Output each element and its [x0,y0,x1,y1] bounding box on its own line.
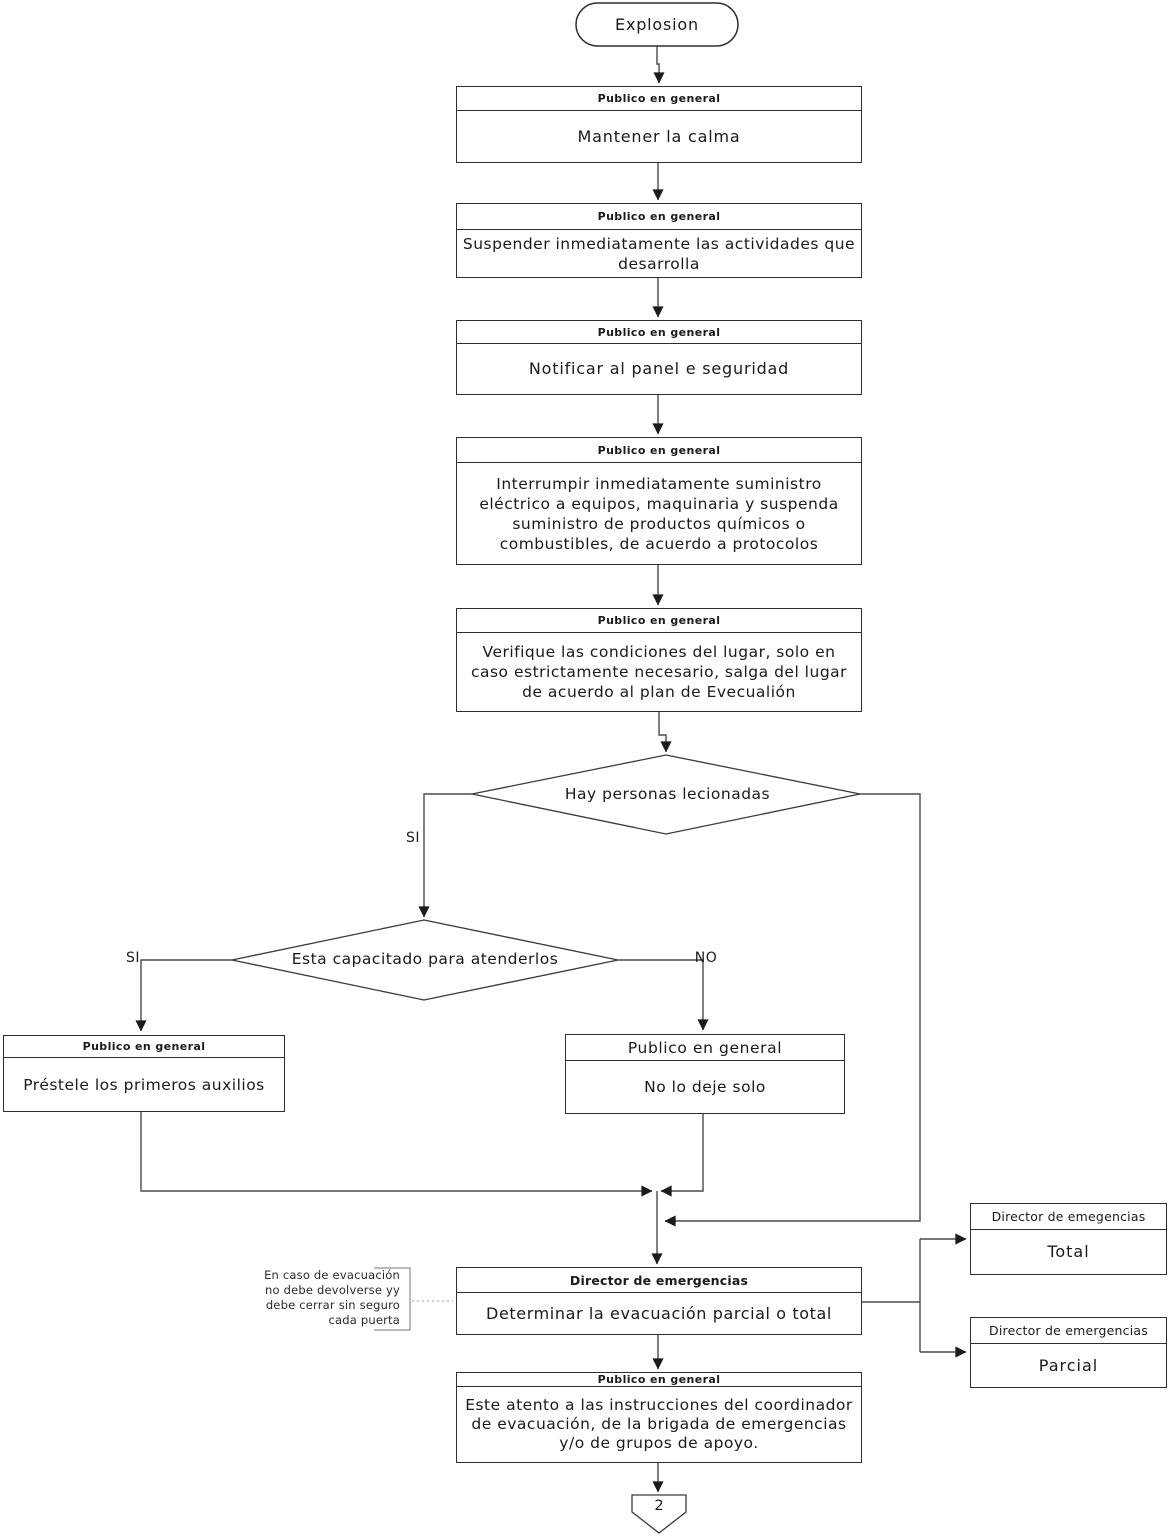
process-box-prestele: Publico en general Préstele los primeros… [3,1035,285,1112]
connector-nodeje-to-merge [660,1114,704,1197]
connector-start-to-mantener [653,46,665,84]
process-box-atento: Publico en general Este atento a las ins… [456,1372,862,1463]
decision1-diamond-shape [471,754,861,835]
evacuation-note: En caso de evacuación no debe devolverse… [210,1268,400,1328]
branch-label-si-1: SI [405,830,420,846]
start-terminator-shape [575,2,739,47]
connector-decision1-si [418,793,472,918]
process-box-no-deje: Publico en general No lo deje solo [565,1034,845,1114]
box-body: Interrumpir inmediatamente suministro el… [479,474,839,553]
decision2-label: Esta capacitado para atenderlos [291,949,559,968]
box-header: Publico en general [457,438,861,463]
box-header: Publico en general [457,204,861,230]
box-header: Publico en general [566,1035,844,1061]
process-box-mantener: Publico en general Mantener la calma [456,86,862,163]
box-body: Determinar la evacuación parcial o total [486,1303,832,1323]
box-body: Notificar al panel e seguridad [528,359,790,378]
connector-prestele-to-merge [140,1112,653,1197]
box-header: Publico en general [4,1036,284,1058]
box-body: No lo deje solo [644,1078,766,1096]
branch-label-no-1: NO [694,950,718,966]
connector-decision1-no [664,793,921,1227]
box-header: Publico en general [457,609,861,633]
connector-decision2-no [618,959,709,1031]
note-line: En caso de evacuación [264,1268,400,1282]
box-body: Suspender inmediatamente las actividades… [462,234,856,273]
offpage-connector-shape [631,1494,687,1534]
decision2-diamond-shape [231,919,619,1001]
process-box-parcial: Director de emergencias Parcial [970,1317,1167,1388]
box-header: Publico en general [457,321,861,344]
box-body: Mantener la calma [577,126,741,146]
start-terminator-label: Explosion [615,15,699,34]
process-box-determinar: Director de emergencias Determinar la ev… [456,1267,862,1335]
box-header: Publico en general [457,87,861,111]
box-header: Director de emergencias [971,1318,1166,1344]
note-line: debe cerrar sin seguro [265,1298,400,1312]
process-box-suspender: Publico en general Suspender inmediatame… [456,203,862,278]
box-header: Publico en general [457,1373,861,1387]
connector-verifique-to-decision1 [658,712,672,753]
box-body: Este atento a las instrucciones del coor… [465,1396,853,1452]
process-box-verifique: Publico en general Verifique las condici… [456,608,862,712]
branch-label-si-2: SI [125,950,140,966]
box-header: Director de emergencias [457,1268,861,1293]
note-line: cada puerta [328,1313,400,1327]
box-body: Verifique las condiciones del lugar, sol… [470,643,848,701]
box-body: Total [1047,1242,1090,1261]
decision1-label: Hay personas lecionadas [564,784,771,803]
offpage-connector-label: 2 [654,1498,664,1514]
note-line: no debe devolverse yy [265,1283,400,1297]
process-box-notificar: Publico en general Notificar al panel e … [456,320,862,395]
process-box-interrumpir: Publico en general Interrumpir inmediata… [456,437,862,565]
box-body: Préstele los primeros auxilios [23,1075,265,1094]
box-header: Director de emegencias [971,1204,1166,1230]
note-bracket [374,1267,411,1331]
box-body: Parcial [1038,1355,1099,1375]
connector-decision2-si [135,959,232,1032]
process-box-total: Director de emegencias Total [970,1203,1167,1275]
